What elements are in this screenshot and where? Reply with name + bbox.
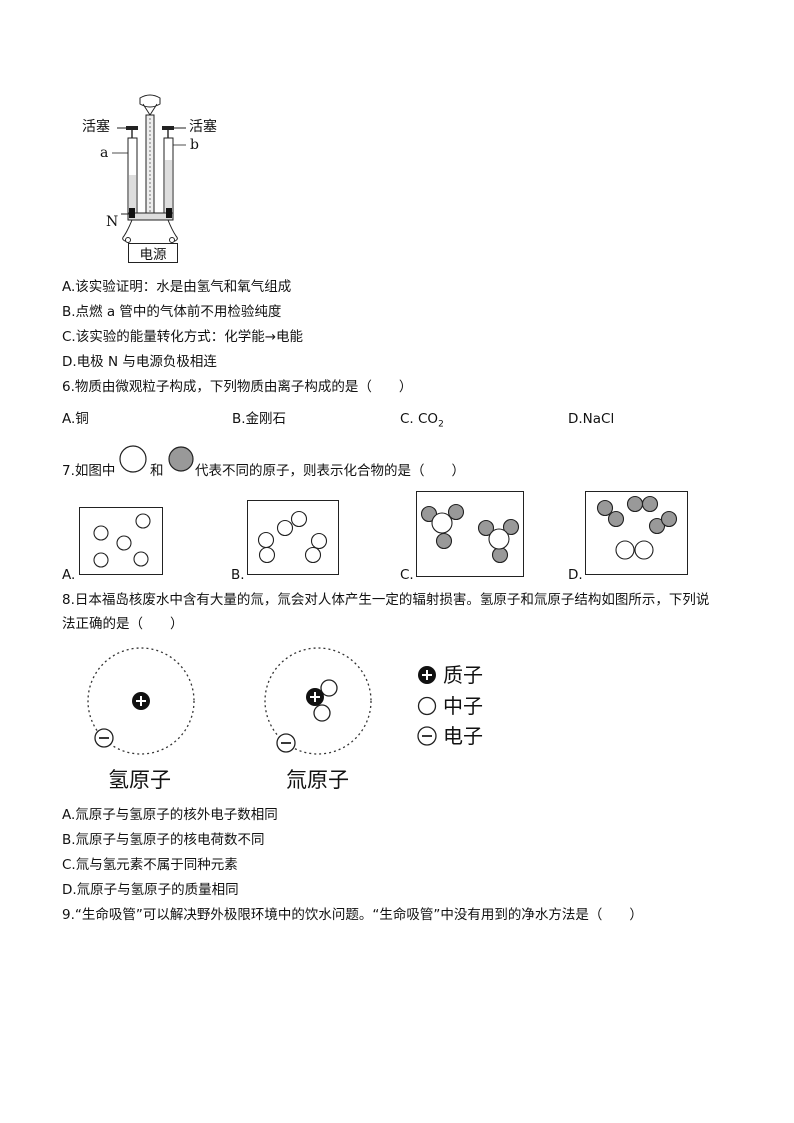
q6-stem: 6.物质由微观粒子构成，下列物质由离子构成的是（ ） [62, 379, 413, 395]
q7-stem-mid: 和 [150, 463, 164, 479]
q8-stem-line1: 8.日本福岛核废水中含有大量的氚，氚会对人体产生一定的辐射损害。氢原子和氚原子结… [62, 592, 710, 608]
q5-option-a: A.该实验证明：水是由氢气和氧气组成 [62, 279, 292, 295]
q8-stem-line2: 法正确的是（ ） [62, 616, 184, 632]
q6-option-a: A.铜 [62, 411, 89, 427]
q7-option-d-molecules [596, 495, 678, 560]
q7-option-a-atoms [93, 513, 151, 568]
q7-label-d: D. [568, 567, 583, 583]
stopcock-right-label: 活塞 [189, 119, 217, 135]
q9-stem: 9.“生命吸管”可以解决野外极限环境中的饮水问题。“生命吸管”中没有用到的净水方… [62, 907, 643, 923]
q6-option-d: D.NaCl [568, 411, 615, 427]
q8-atom-diagram [87, 647, 437, 755]
q7-label-a: A. [62, 567, 76, 583]
q7-option-c-molecules [420, 503, 520, 564]
power-supply-label: 电源 [139, 247, 167, 263]
q8-option-b: B.氚原子与氢原子的核电荷数不同 [62, 832, 265, 848]
q8-option-a: A.氚原子与氢原子的核外电子数相同 [62, 807, 278, 823]
q6-option-b: B.金刚石 [232, 411, 287, 427]
q7-gray-atom-icon [168, 446, 194, 472]
q6-option-c-text: C. CO [400, 411, 439, 427]
stopcock-left-label: 活塞 [82, 119, 110, 135]
q8-option-c: C.氚与氢元素不属于同种元素 [62, 857, 238, 873]
apparatus-drawing [112, 94, 186, 243]
q5-option-d: D.电极 N 与电源负极相连 [62, 354, 217, 370]
q7-stem-post: 代表不同的原子，则表示化合物的是（ ） [195, 463, 465, 479]
legend-proton-label: 质子 [443, 663, 483, 687]
tube-b-label: b [190, 137, 199, 153]
electrode-label: N [106, 214, 119, 230]
q7-option-b-atoms [257, 510, 328, 564]
q7-label-c: C. [400, 567, 414, 583]
hydrogen-atom-caption: 氢原子 [108, 768, 171, 792]
q6-option-c-subscript: 2 [438, 419, 444, 430]
legend-neutron-label: 中子 [443, 694, 483, 718]
power-supply-box: 电源 [128, 243, 178, 263]
q5-option-b: B.点燃 a 管中的气体前不用检验纯度 [62, 304, 282, 320]
q8-option-d: D.氚原子与氢原子的质量相同 [62, 882, 239, 898]
tritium-atom-caption: 氚原子 [286, 768, 349, 792]
legend-electron-label: 电子 [443, 724, 483, 748]
q5-option-c: C.该实验的能量转化方式：化学能→电能 [62, 329, 304, 345]
q7-label-b: B. [231, 567, 245, 583]
tube-a-label: a [100, 145, 109, 161]
q6-option-c: C. CO2 [400, 410, 444, 434]
q7-stem-pre: 7.如图中 [62, 463, 116, 479]
q7-white-atom-icon [119, 445, 147, 473]
